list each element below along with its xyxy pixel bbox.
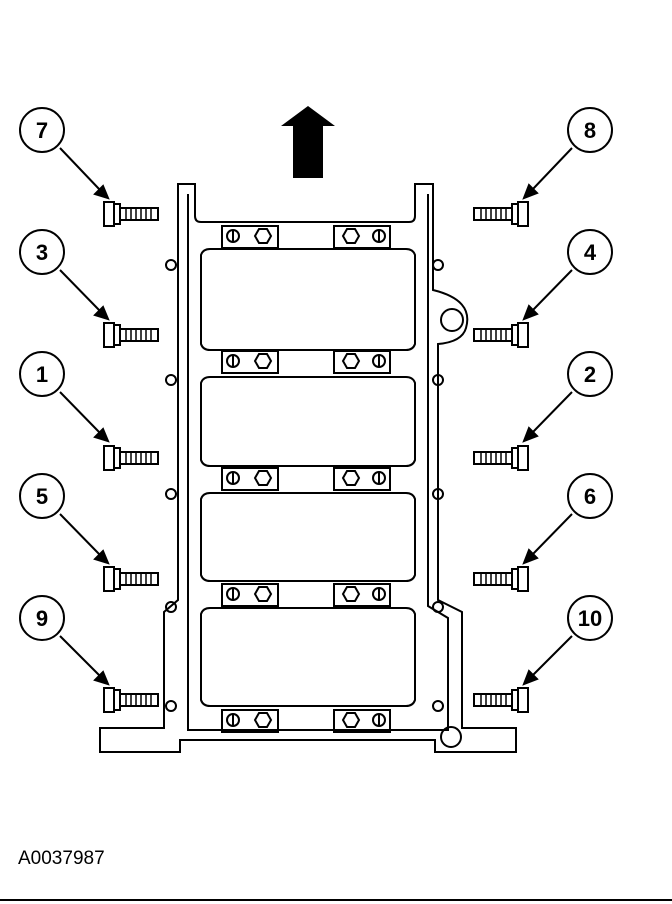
bolt-icon-4 — [474, 323, 528, 347]
leader-lines — [59, 147, 573, 686]
callout-label: 3 — [36, 240, 48, 265]
figure-id: A0037987 — [18, 848, 105, 869]
bolt-icon-9 — [103, 687, 159, 713]
callout-label: 6 — [584, 484, 596, 509]
dowel-top-right — [440, 308, 464, 332]
dowel-bottom-right — [440, 726, 462, 748]
main-cap-bolt-pads — [221, 225, 391, 733]
bearing-bays — [200, 248, 416, 707]
callout-label: 7 — [36, 118, 48, 143]
bolt-icon-7 — [103, 201, 159, 227]
callout-label: 2 — [584, 362, 596, 387]
bolt-icon-10 — [474, 688, 528, 712]
callout-label: 9 — [36, 606, 48, 631]
bedplate-outline — [99, 183, 517, 753]
bolt-icon-6 — [474, 567, 528, 591]
callouts: 7 8 3 4 1 2 5 6 9 10 — [19, 107, 613, 641]
callout-label: 5 — [36, 484, 48, 509]
bottom-rule — [0, 899, 672, 901]
callout-label: 10 — [578, 606, 602, 631]
front-direction-arrow-icon — [281, 106, 335, 178]
callout-label: 1 — [36, 362, 48, 387]
bolt-icon-5 — [103, 566, 159, 592]
side-holes — [165, 259, 444, 712]
bolt-icon-1 — [103, 445, 159, 471]
bolt-icon-2 — [474, 446, 528, 470]
bolt-icon-8 — [474, 202, 528, 226]
callout-label: 8 — [584, 118, 596, 143]
callout-label: 4 — [584, 240, 597, 265]
bolt-icon-3 — [103, 322, 159, 348]
